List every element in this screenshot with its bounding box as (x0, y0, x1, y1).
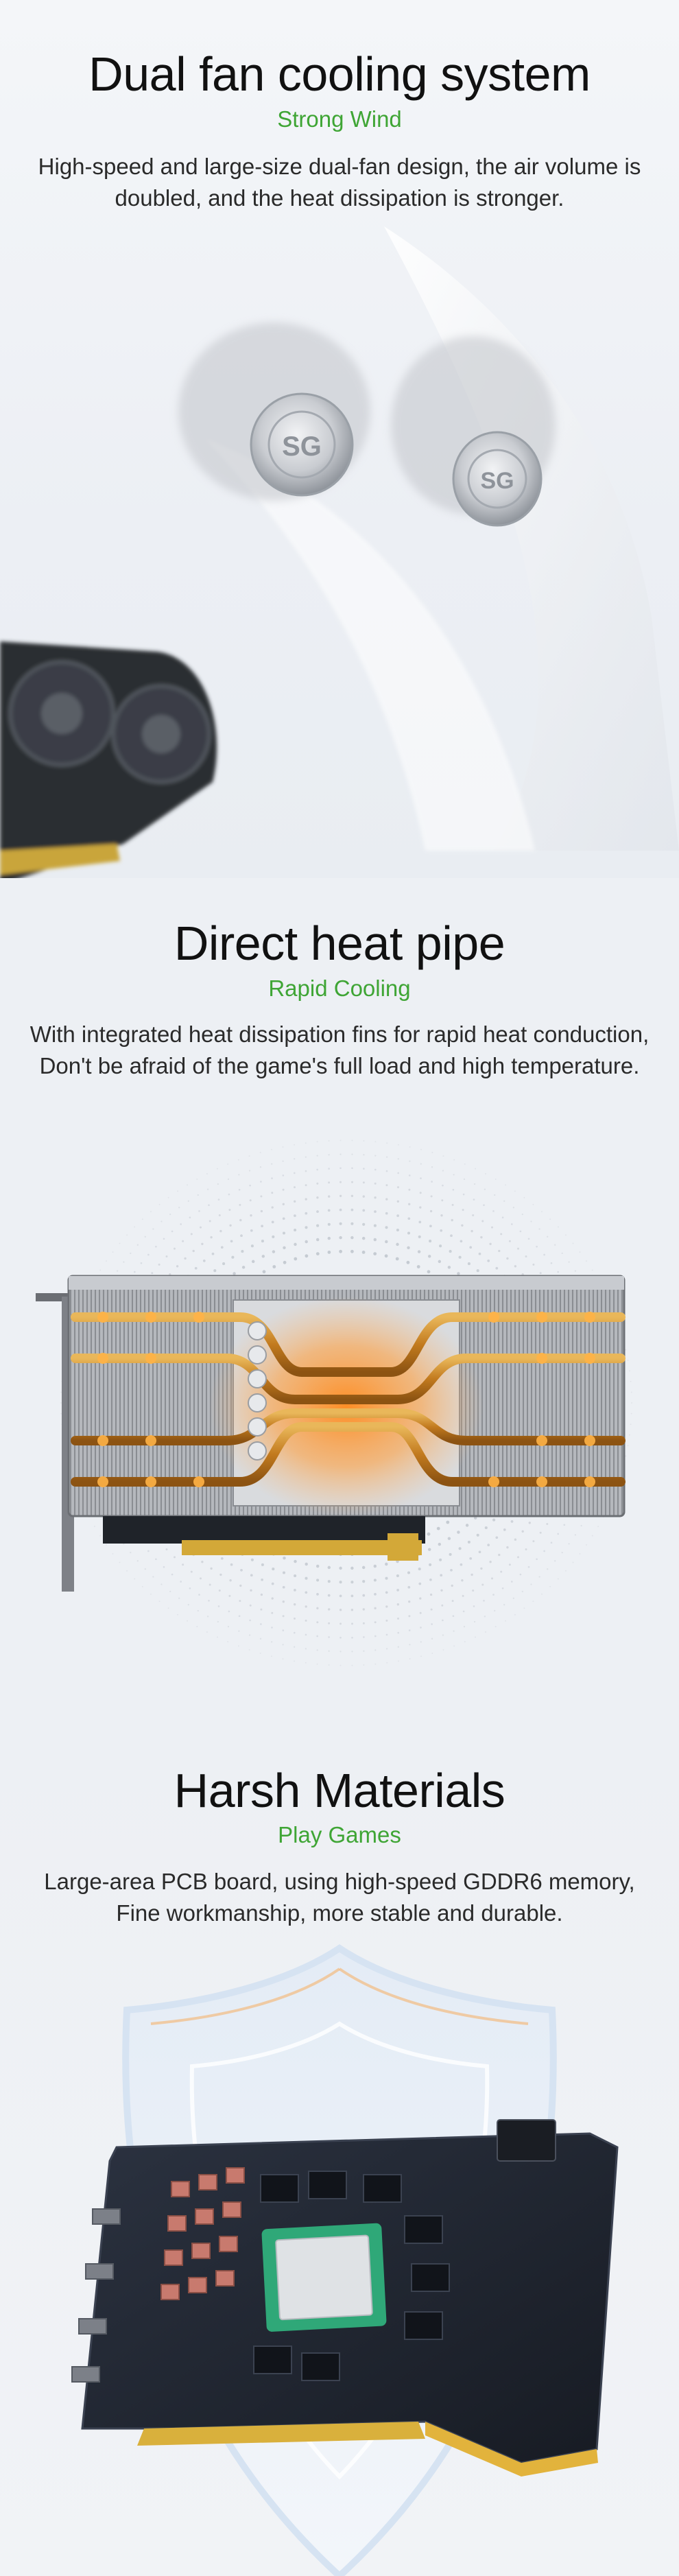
fan-icon: SG (391, 336, 556, 527)
section-description: With integrated heat dissipation fins fo… (29, 1021, 650, 1078)
heat-pipe-illustration (36, 1139, 632, 1666)
section-heat-pipe: Direct heat pipe Rapid Cooling With inte… (0, 878, 679, 1736)
section-title: Direct heat pipe (174, 917, 505, 970)
gpu-chip (261, 2223, 387, 2332)
pcie-gold-fingers (137, 2422, 425, 2446)
gddr6-memory-chips (253, 2171, 450, 2381)
svg-text:SG: SG (480, 468, 514, 494)
section-description: Large-area PCB board, using high-speed G… (44, 1869, 635, 1926)
dual-fan-illustration: SG SG (0, 226, 679, 878)
section-subtitle: Strong Wind (277, 106, 402, 132)
heat-points (97, 1312, 595, 1487)
section-subtitle: Rapid Cooling (268, 976, 411, 1001)
section-description: High-speed and large-size dual-fan desig… (38, 154, 641, 211)
section-materials: Harsh Materials Play Games Large-area PC… (0, 1736, 679, 2576)
svg-text:SG: SG (282, 432, 322, 462)
power-connector (497, 2119, 556, 2162)
vrm-components (160, 2167, 245, 2300)
pcb-board (71, 2119, 619, 2477)
airflow-swoosh (384, 226, 679, 851)
graphics-card-image (0, 641, 217, 878)
io-ports (71, 2208, 121, 2383)
section-title: Dual fan cooling system (88, 47, 591, 101)
pcb-edge (103, 1516, 425, 1544)
section-subtitle: Play Games (278, 1822, 401, 1847)
heat-pipes (71, 1312, 626, 1487)
fan-icon: SG (178, 322, 370, 501)
section-title: Harsh Materials (174, 1764, 505, 1817)
pcie-gold-fingers (182, 1540, 422, 1555)
pcb-board-illustration (71, 1943, 619, 2576)
section-dual-fan: SG SG Dual fan cooling system Strong Win… (0, 0, 679, 878)
